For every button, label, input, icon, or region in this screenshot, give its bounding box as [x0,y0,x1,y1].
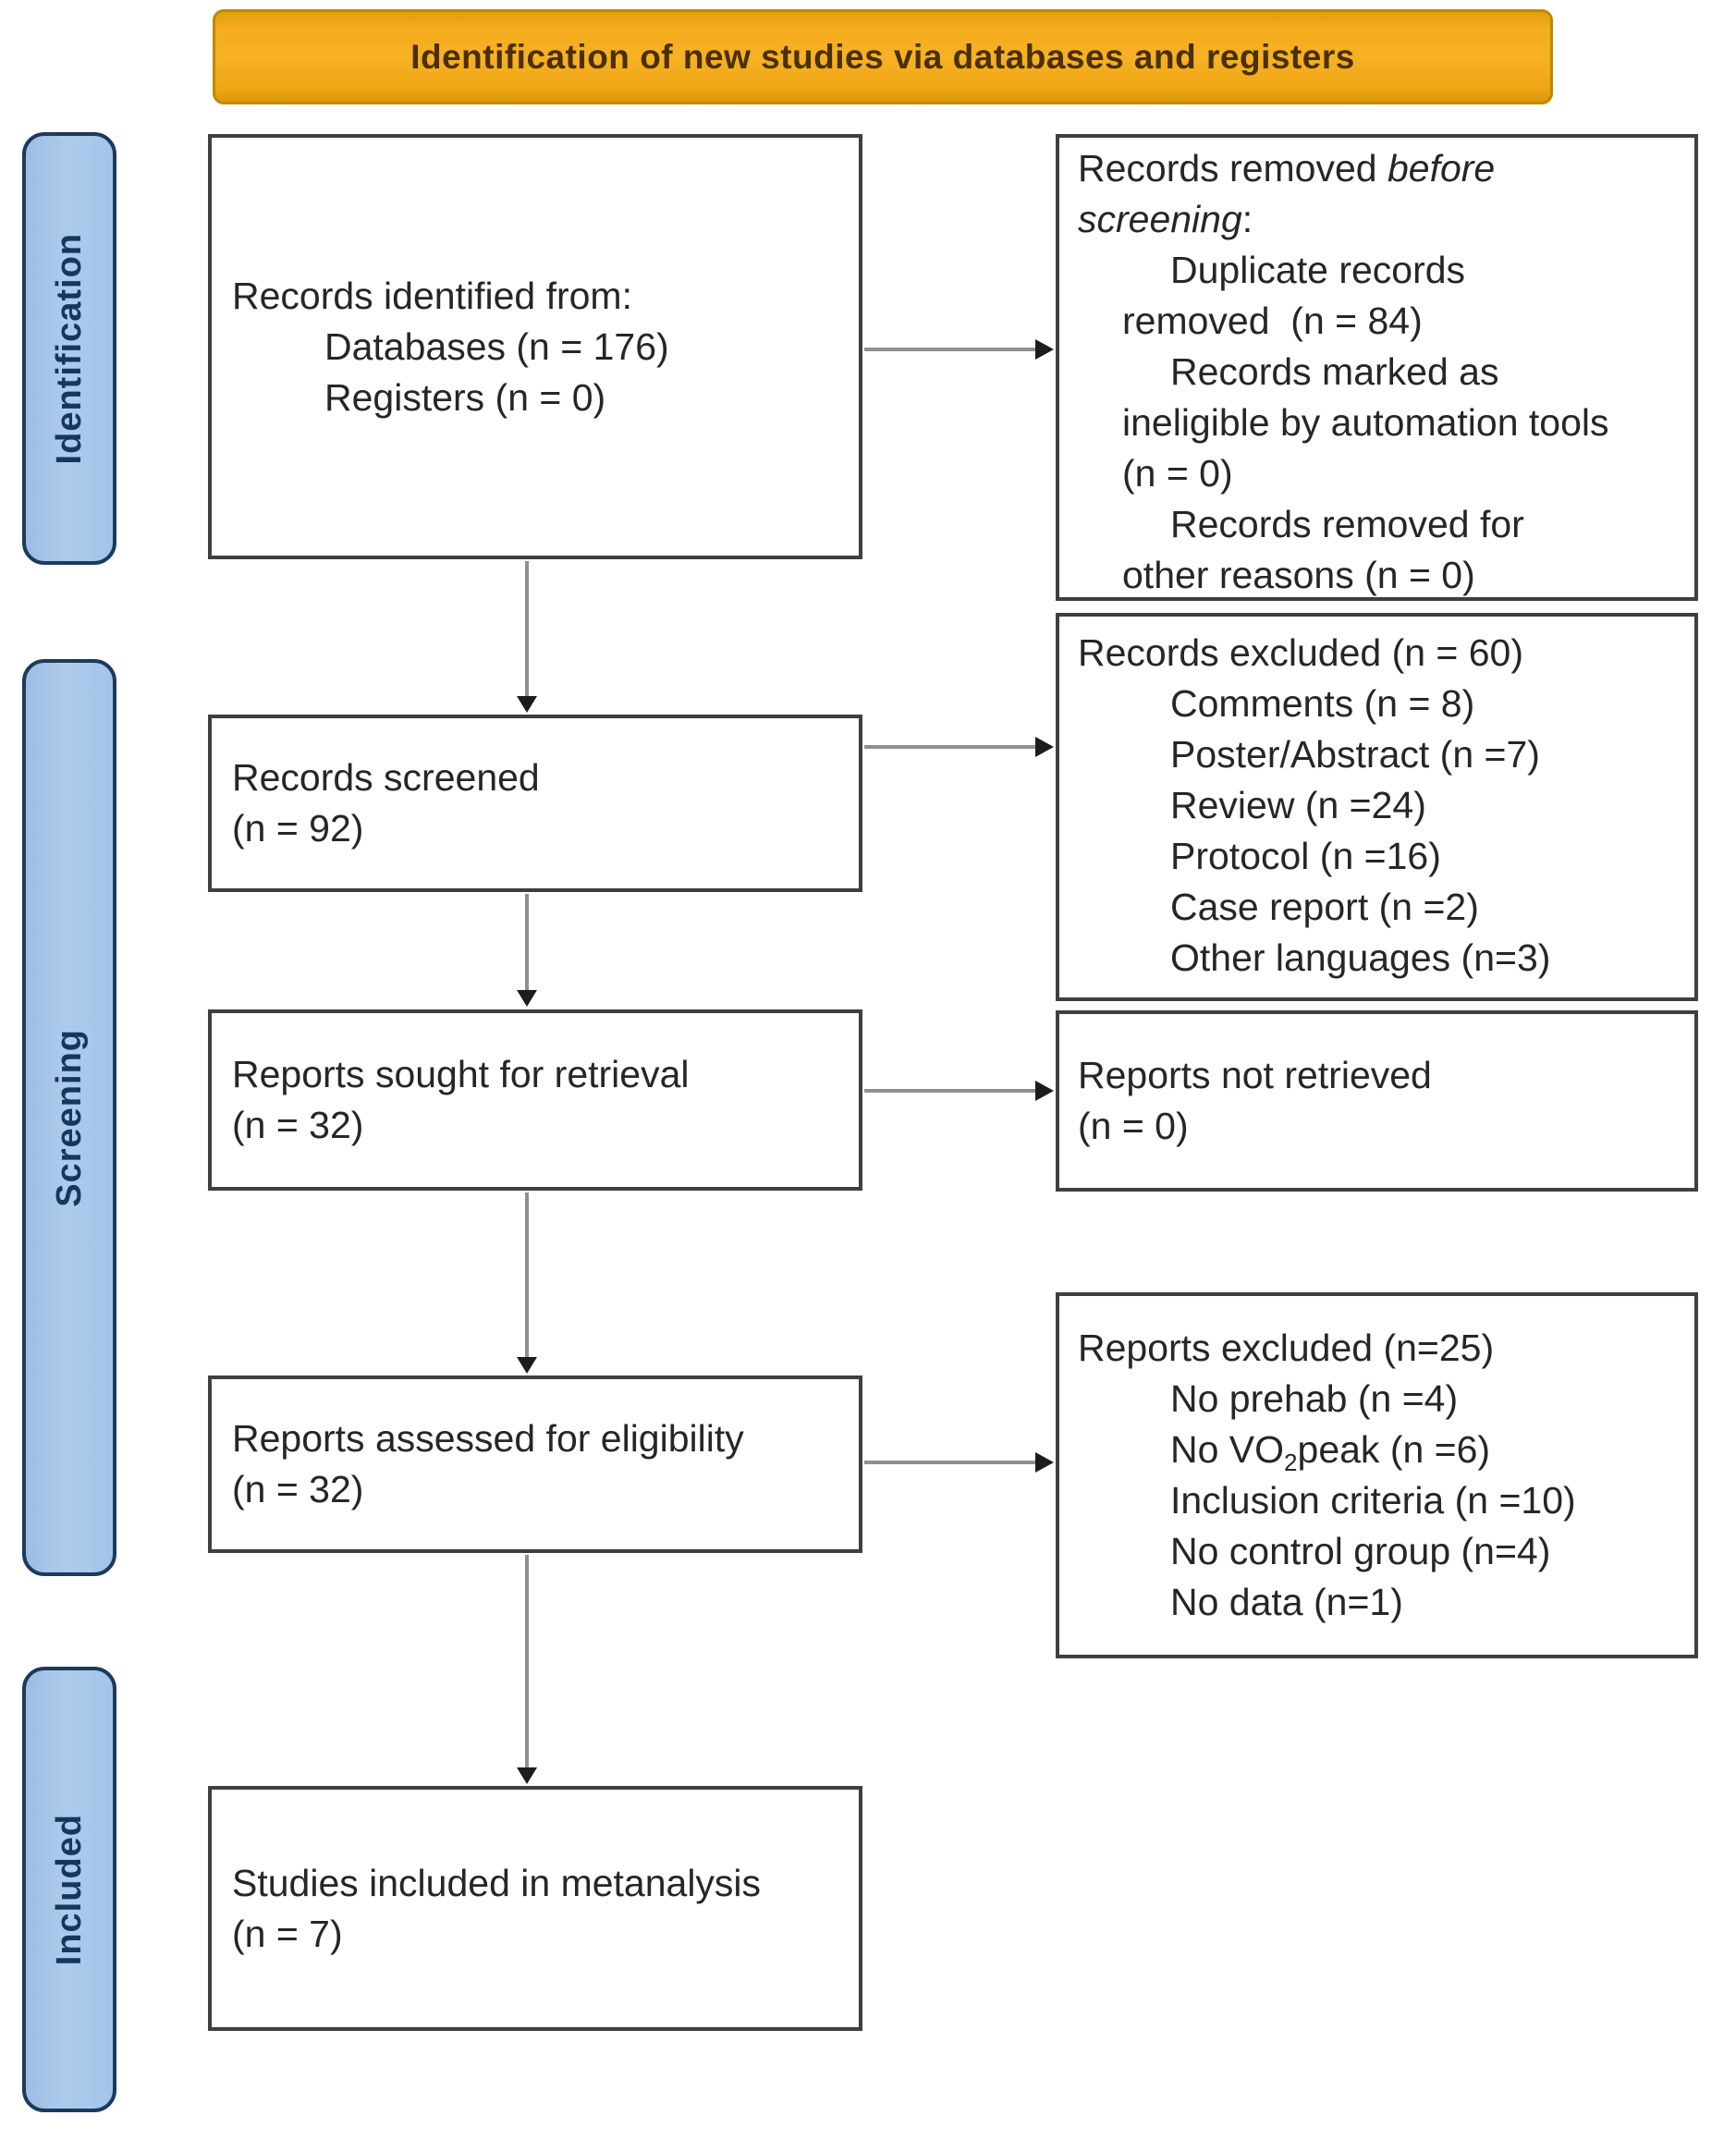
box-reports-not-retrieved: Reports not retrieved (n = 0) [1056,1010,1698,1192]
box-text-line: Reports not retrieved [1078,1054,1432,1096]
box-text-line: removed (n = 84) [1122,300,1423,342]
box-text-line: (n = 92) [232,807,364,850]
box-records-screened: Records screened (n = 92) [208,715,862,892]
box-text-line: Review (n =24) [1170,784,1426,826]
box-text-line: No prehab (n =4) [1170,1377,1459,1420]
box-text-line: Databases (n = 176) [324,324,669,368]
box-studies-included: Studies included in metanalysis (n = 7) [208,1786,862,2031]
box-text-line: Records excluded (n = 60) [1078,631,1524,674]
stage-label-included: Included [49,1813,89,1966]
box-text-line: Inclusion criteria (n =10) [1170,1479,1576,1522]
box-records-removed-before-screening: Records removed before screening: Duplicat… [1056,134,1698,601]
box-text-line: (n = 7) [232,1912,343,1955]
box-records-excluded: Records excluded (n = 60) Comments (n = 8… [1056,613,1698,1001]
box-text-line: Records removed before [1078,147,1496,190]
box-text-line: Protocol (n =16) [1170,835,1441,877]
box-text-line: Records marked as [1170,350,1499,393]
box-reports-assessed: Reports assessed for eligibility (n = 32) [208,1376,862,1553]
box-text-line: Case report (n =2) [1170,886,1479,928]
box-text-line: No data (n=1) [1170,1581,1403,1623]
box-text-line: Reports excluded (n=25) [1078,1327,1495,1369]
box-text-line: Other languages (n=3) [1170,936,1551,979]
box-text-line: Records screened [232,756,540,799]
box-text-line: No VO2peak (n =6) [1170,1428,1491,1477]
title-banner: Identification of new studies via databa… [213,9,1553,104]
box-reports-excluded: Reports excluded (n=25) No prehab (n =4) N… [1056,1292,1698,1658]
box-text-line: Reports sought for retrieval [232,1053,690,1095]
box-text-line: other reasons (n = 0) [1122,554,1475,596]
box-text-line: Poster/Abstract (n =7) [1170,733,1540,776]
diagram-title: Identification of new studies via databa… [410,37,1355,76]
box-text-line: Records removed for [1170,503,1524,545]
box-text-line: Registers (n = 0) [324,375,606,419]
box-text-line: Records identified from: [232,274,632,317]
box-text-line: screening: [1078,198,1253,240]
box-text-line: Studies included in metanalysis [232,1861,762,1904]
stage-label-screening: Screening [49,1028,89,1207]
box-text-line: (n = 32) [232,1468,364,1510]
stage-bar-identification: Identification [22,132,116,565]
box-text-line: (n = 0) [1078,1105,1189,1147]
box-text-line: Reports assessed for eligibility [232,1417,744,1460]
box-reports-sought: Reports sought for retrieval (n = 32) [208,1009,862,1191]
box-text-line: Duplicate records [1170,249,1466,291]
stage-bar-included: Included [22,1667,116,2112]
box-text-line: No control group (n=4) [1170,1530,1551,1572]
box-text-line: (n = 32) [232,1104,364,1146]
box-text-line: Comments (n = 8) [1170,682,1475,725]
box-records-identified: Records identified from: Databases (n = 1… [208,134,862,559]
stage-label-identification: Identification [49,232,89,465]
box-text-line: ineligible by automation tools [1122,401,1609,444]
stage-bar-screening: Screening [22,659,116,1576]
box-text-line: (n = 0) [1122,452,1233,495]
